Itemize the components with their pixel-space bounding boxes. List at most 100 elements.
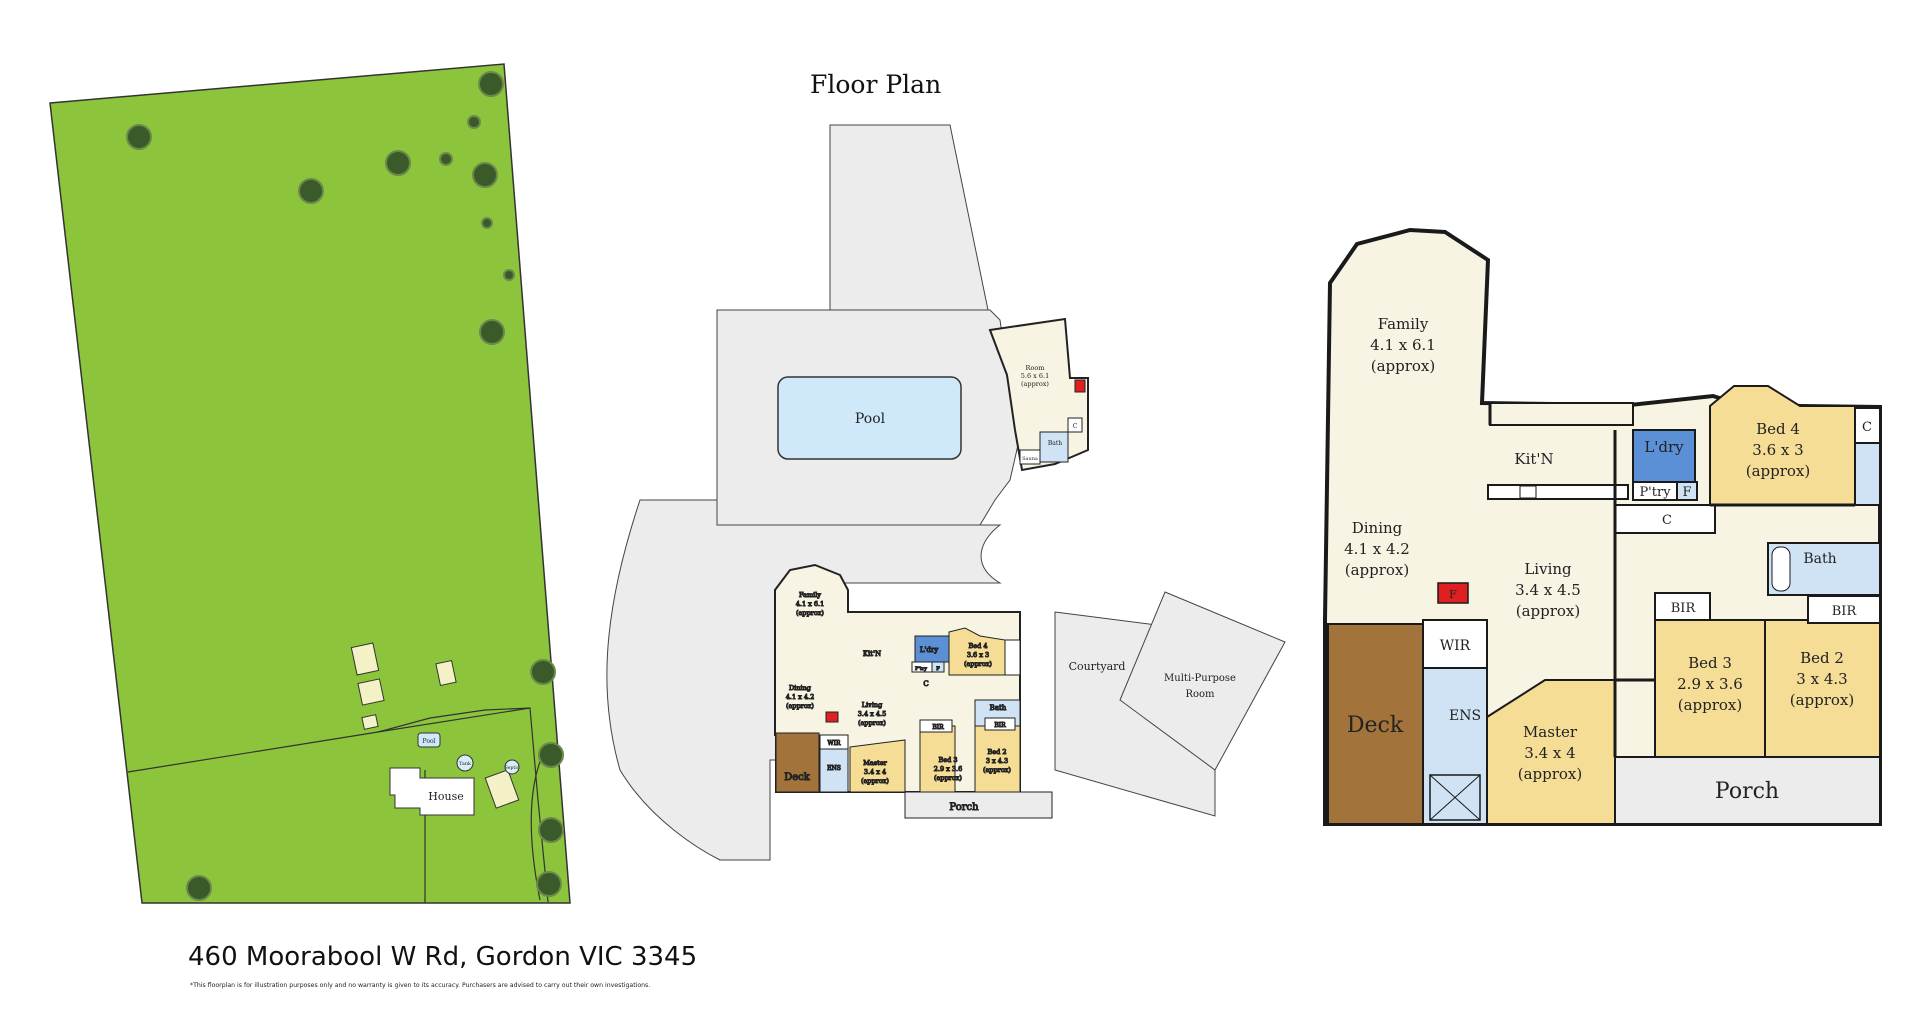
overview-dining-name: Dining — [789, 684, 811, 692]
site-house-label: House — [428, 790, 463, 803]
disclaimer: *This floorplan is for illustration purp… — [190, 982, 651, 989]
porch — [1614, 756, 1881, 825]
tree-icon — [472, 162, 498, 188]
dining-name: Dining — [1352, 519, 1403, 537]
overview-bed2 — [974, 725, 1021, 793]
tree-icon — [538, 742, 564, 768]
shower-line — [1429, 774, 1481, 821]
overview-pantry-label: P'try — [915, 666, 927, 672]
tree-icon — [186, 875, 212, 901]
family-dim: 4.1 x 6.1 — [1370, 336, 1436, 354]
paving-north — [829, 124, 989, 311]
trees — [126, 71, 564, 901]
overview-laundry-label: L'dry — [920, 646, 938, 654]
fridge-label: F — [1682, 485, 1691, 500]
bed2 — [1764, 619, 1881, 758]
site-pool-label: Pool — [423, 738, 436, 745]
kitchen-label: Kit'N — [1514, 450, 1553, 468]
bir3 — [1654, 592, 1711, 621]
overview-master — [849, 739, 906, 793]
mpr-room — [1119, 591, 1286, 771]
tree-icon — [298, 178, 324, 204]
closet-bed4 — [1854, 407, 1881, 444]
laundry-label: L'dry — [1644, 438, 1684, 456]
bathtub — [1771, 546, 1791, 592]
overview-bed4-name: Bed 4 — [969, 642, 988, 650]
overview-bed4-approx: (approx) — [964, 660, 992, 668]
bath-label: Bath — [1803, 551, 1836, 567]
bed2-dim: 3 x 4.3 — [1796, 670, 1847, 688]
overview-master-approx: (approx) — [861, 777, 889, 785]
bed3-name: Bed 3 — [1688, 654, 1732, 672]
site-pool — [417, 732, 441, 748]
fireplace-icon — [1437, 582, 1469, 604]
bed2-name: Bed 2 — [1800, 649, 1844, 667]
shed — [435, 659, 457, 687]
wir-label: WIR — [1440, 638, 1471, 654]
laundry — [1632, 429, 1696, 483]
overview-bir3 — [919, 719, 953, 733]
overview-wir-label: WIR — [827, 740, 841, 747]
overview-dining-dim: 4.1 x 4.2 — [786, 693, 814, 701]
overview-family-name: Family — [799, 591, 821, 599]
tree-icon — [467, 115, 481, 129]
tree-icon — [439, 152, 453, 166]
bir2-label: BIR — [1832, 604, 1858, 619]
family-name: Family — [1378, 315, 1429, 333]
shed — [361, 714, 379, 730]
deck-label: Deck — [1347, 713, 1404, 738]
overview-closet-label: C — [923, 680, 928, 688]
overview-family-dim: 4.1 x 6.1 — [796, 600, 824, 608]
closet-bed4-label: C — [1862, 420, 1872, 435]
overview-bed2-approx: (approx) — [983, 766, 1011, 774]
septic-label: Septic — [505, 765, 520, 771]
bed4-ensuite — [1854, 442, 1881, 506]
sauna — [1019, 449, 1041, 465]
tree-icon — [538, 817, 564, 843]
overview-porch — [904, 791, 1053, 819]
overview-fire-icon — [825, 711, 839, 723]
pantry-label: P'try — [1639, 485, 1671, 500]
porch-label: Porch — [1715, 779, 1779, 804]
bir3-label: BIR — [1671, 601, 1697, 616]
house-plan: F Family 4.1 x 6.1 (approx) Dining 4.1 x… — [1323, 227, 1882, 826]
hall-closet — [1614, 504, 1716, 534]
overview-deck — [775, 732, 820, 793]
bir2 — [1807, 595, 1881, 624]
master-approx: (approx) — [1518, 765, 1583, 783]
overview-plan: Pool Courtyard Multi-Purpose Room Room 5… — [606, 124, 1286, 861]
fireplace-label: F — [1449, 588, 1457, 601]
tree-icon — [503, 269, 515, 281]
overview-bir3-label: BIR — [932, 724, 944, 731]
overview-porch-label: Porch — [949, 802, 979, 813]
overview-kitchen-label: Kit'N — [863, 650, 881, 658]
pool-room-bath-label: Bath — [1048, 440, 1062, 447]
living-dim: 3.4 x 4.5 — [1515, 581, 1581, 599]
dining-dim: 4.1 x 4.2 — [1344, 540, 1410, 558]
overview-bed3-name: Bed 3 — [939, 756, 958, 764]
septic-icon — [504, 759, 520, 775]
shed — [484, 769, 520, 809]
bed3-approx: (approx) — [1678, 696, 1743, 714]
overview-bir2-label: BIR — [994, 722, 1006, 729]
wir — [1422, 619, 1488, 669]
living-approx: (approx) — [1516, 602, 1581, 620]
overview-c4 — [1004, 639, 1021, 676]
room-dim: 5.6 x 6.1 — [1021, 372, 1049, 380]
overview-bed3-approx: (approx) — [934, 774, 962, 782]
master-name: Master — [1523, 723, 1578, 741]
tank-icon — [456, 754, 474, 772]
kitchen-bench — [1489, 402, 1634, 426]
courtyard-label: Courtyard — [1069, 660, 1126, 673]
overview-house: Deck Porch L'dry Bed 4 3.6 x 3 (approx) … — [774, 563, 1053, 819]
overview-bir2 — [984, 717, 1016, 731]
shed — [357, 678, 385, 706]
hall-closet-label: C — [1662, 513, 1672, 528]
overview-master-dim: 3.4 x 4 — [864, 768, 886, 776]
overview-wir — [819, 734, 849, 750]
fence-line — [377, 707, 549, 903]
overview-living-dim: 3.4 x 4.5 — [858, 710, 886, 718]
tree-icon — [536, 871, 562, 897]
plan-title: Floor Plan — [810, 70, 942, 99]
